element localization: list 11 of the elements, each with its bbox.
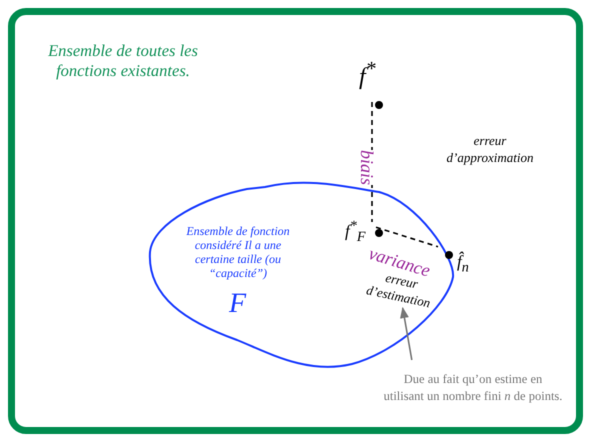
error-label: erreur d’approximation xyxy=(446,132,534,166)
function-symbol: f$^{*}$ xyxy=(359,59,376,89)
dashed-line xyxy=(376,226,438,248)
arrow xyxy=(400,306,413,360)
set-description: Ensemble de fonction considéré Il a une certaine taille (ou “capacité”) xyxy=(185,224,291,280)
note-text: Due au fait qu’on estime en utilisant un nombre fini n de points. xyxy=(383,371,563,405)
set-title: Ensemble de toutes les fonctions existantes. xyxy=(47,41,199,81)
edge-label: biais xyxy=(358,150,376,186)
set-symbol: F xyxy=(229,290,246,318)
function-symbol: f̂$_{n}$ xyxy=(457,253,469,275)
outer-frame xyxy=(8,8,583,434)
